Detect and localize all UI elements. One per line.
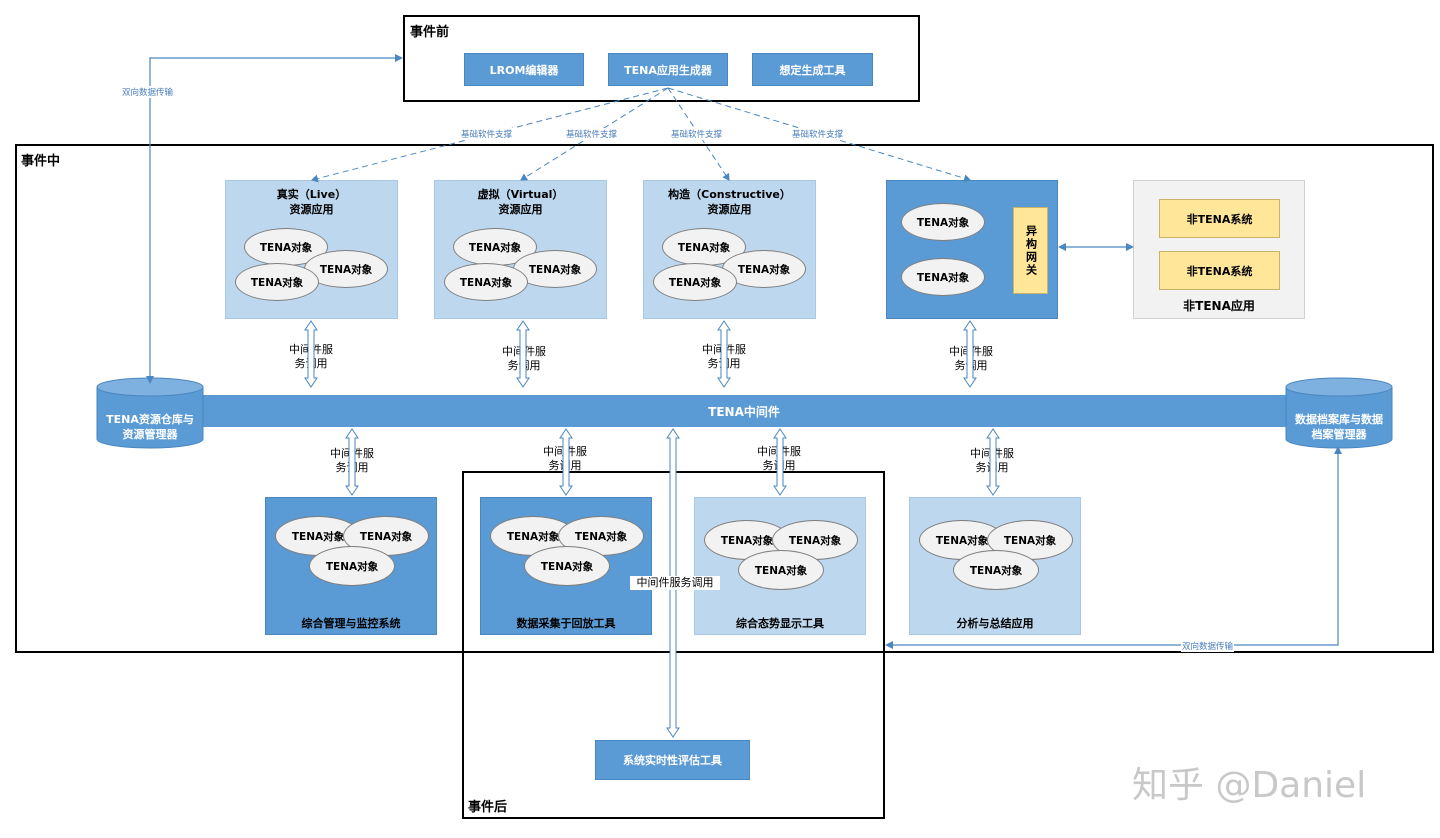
constructive-app-title-line2: 资源应用 bbox=[707, 203, 752, 216]
constructive-app-panel: 构造（Constructive） 资源应用 TENA对象 TENA对象 TENA… bbox=[643, 180, 816, 319]
support-label: 基础软件支撑 bbox=[670, 128, 724, 140]
support-line-gateway bbox=[667, 87, 971, 183]
resource-repository-line1: TENA资源仓库与 bbox=[106, 413, 194, 426]
non-tena-app-caption: 非TENA应用 bbox=[1183, 299, 1255, 313]
tena-object: TENA对象 bbox=[953, 550, 1039, 590]
pre-event-title: 事件前 bbox=[410, 25, 450, 40]
data-capture-caption: 数据采集于回放工具 bbox=[516, 617, 616, 630]
resource-repository-line2: 资源管理器 bbox=[122, 428, 178, 441]
scenario-generator: 想定生成工具 bbox=[752, 53, 873, 86]
live-app-title-line1: 真实（Live） bbox=[276, 188, 347, 201]
tena-object: TENA对象 bbox=[444, 263, 528, 301]
in-event-frame bbox=[15, 144, 1434, 653]
non-tena-system: 非TENA系统 bbox=[1159, 199, 1280, 238]
tena-object: TENA对象 bbox=[901, 203, 985, 241]
middleware-call-long-label: 中间件服务调用 bbox=[630, 576, 720, 590]
middleware-arrow bbox=[773, 428, 787, 496]
tena-app-generator: TENA应用生成器 bbox=[608, 53, 728, 86]
middleware-arrow bbox=[304, 320, 318, 388]
resource-repository-cylinder bbox=[96, 377, 204, 449]
data-capture-panel: TENA对象 TENA对象 TENA对象 数据采集于回放工具 bbox=[480, 497, 652, 635]
situation-display-caption: 综合态势显示工具 bbox=[736, 617, 824, 630]
middleware-arrow bbox=[516, 320, 530, 388]
live-app-title-line2: 资源应用 bbox=[289, 203, 334, 216]
virtual-app-title: 虚拟（Virtual） 资源应用 bbox=[435, 187, 606, 217]
resource-repository-label: TENA资源仓库与 资源管理器 bbox=[96, 412, 204, 442]
live-app-panel: 真实（Live） 资源应用 TENA对象 TENA对象 TENA对象 bbox=[225, 180, 398, 319]
middleware-arrow bbox=[717, 320, 731, 388]
bidirectional-line-bottom bbox=[888, 450, 1339, 646]
support-label: 基础软件支撑 bbox=[565, 128, 619, 140]
monitoring-system-panel: TENA对象 TENA对象 TENA对象 综合管理与监控系统 bbox=[265, 497, 437, 635]
non-tena-system: 非TENA系统 bbox=[1159, 251, 1280, 290]
middleware-arrow bbox=[963, 320, 977, 388]
constructive-app-title-line1: 构造（Constructive） bbox=[668, 188, 791, 201]
data-archive-label: 数据档案库与数据 档案管理器 bbox=[1285, 412, 1393, 442]
middleware-arrow bbox=[345, 428, 359, 496]
data-archive-line2: 档案管理器 bbox=[1311, 428, 1367, 441]
virtual-app-panel: 虚拟（Virtual） 资源应用 TENA对象 TENA对象 TENA对象 bbox=[434, 180, 607, 319]
heterogeneous-gateway: 异构网关 bbox=[1013, 207, 1048, 294]
tena-object: TENA对象 bbox=[653, 263, 737, 301]
tena-object: TENA对象 bbox=[901, 258, 985, 296]
support-label: 基础软件支撑 bbox=[791, 128, 845, 140]
analysis-app-caption: 分析与总结应用 bbox=[956, 617, 1034, 630]
pre-event-frame bbox=[403, 15, 920, 102]
in-event-title: 事件中 bbox=[21, 154, 61, 169]
data-archive-cylinder bbox=[1285, 377, 1393, 449]
live-app-title: 真实（Live） 资源应用 bbox=[226, 187, 397, 217]
constructive-app-title: 构造（Constructive） 资源应用 bbox=[644, 187, 815, 217]
gateway-label: 异构网关 bbox=[1024, 224, 1038, 277]
virtual-app-title-line2: 资源应用 bbox=[498, 203, 543, 216]
bidirectional-label-bottom: 双向数据传输 bbox=[1181, 640, 1235, 652]
tena-object: TENA对象 bbox=[513, 250, 597, 288]
realtime-evaluation-tool: 系统实时性评估工具 bbox=[595, 740, 750, 780]
monitoring-system-caption: 综合管理与监控系统 bbox=[301, 617, 401, 630]
support-label: 基础软件支撑 bbox=[460, 128, 514, 140]
post-event-title: 事件后 bbox=[468, 800, 508, 815]
bidirectional-label-top: 双向数据传输 bbox=[121, 86, 175, 98]
data-archive-line1: 数据档案库与数据 bbox=[1295, 413, 1383, 426]
tena-object: TENA对象 bbox=[738, 550, 824, 590]
middleware-arrow bbox=[986, 428, 1000, 496]
support-line-virtual bbox=[520, 87, 669, 181]
bidirectional-line-top bbox=[149, 57, 400, 380]
tena-object: TENA对象 bbox=[235, 263, 319, 301]
virtual-app-title-line1: 虚拟（Virtual） bbox=[477, 188, 564, 201]
lrom-editor: LROM编辑器 bbox=[464, 53, 584, 86]
middleware-arrow bbox=[559, 428, 573, 496]
gateway-panel: TENA对象 TENA对象 异构网关 bbox=[886, 180, 1058, 319]
tena-object: TENA对象 bbox=[524, 546, 610, 586]
non-tena-app-panel: 非TENA系统 非TENA系统 非TENA应用 bbox=[1133, 180, 1305, 319]
tena-middleware-bus: TENA中间件 bbox=[150, 395, 1338, 427]
watermark: 知乎 @Daniel bbox=[1132, 765, 1367, 806]
situation-display-panel: TENA对象 TENA对象 TENA对象 综合态势显示工具 bbox=[694, 497, 866, 635]
analysis-app-panel: TENA对象 TENA对象 TENA对象 分析与总结应用 bbox=[909, 497, 1081, 635]
tena-object: TENA对象 bbox=[309, 546, 395, 586]
